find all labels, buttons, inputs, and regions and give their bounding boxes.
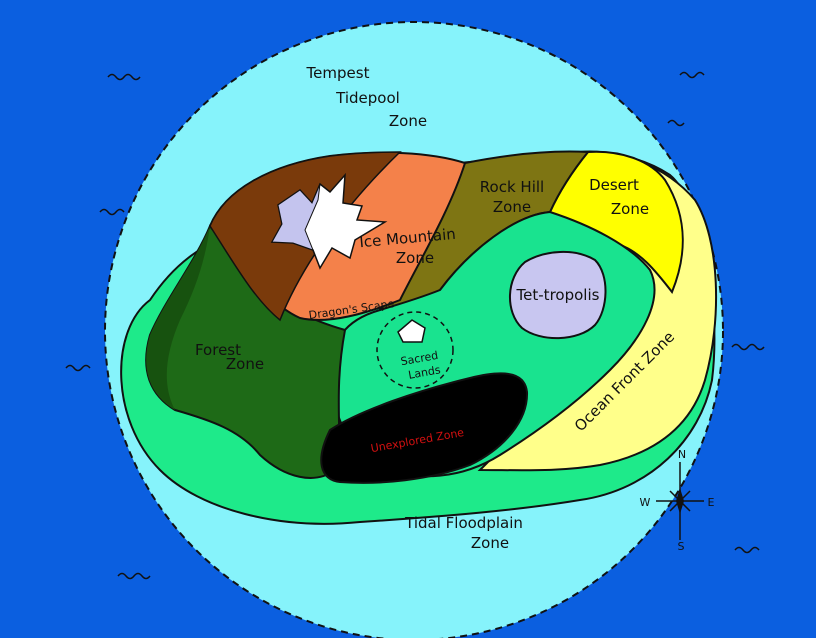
tempest-label-1: Tempest [306,64,370,82]
rock-hill-label-2: Zone [493,198,531,216]
wave-mark [117,572,151,580]
desert-label-1: Desert [589,176,639,194]
tet-tropolis-city [509,250,607,340]
sacred-lands-label-1: Sacred [400,349,439,368]
tidal-floodplain-label-2: Zone [471,534,509,552]
forest-dark-edge [146,226,210,410]
wave-mark [731,343,765,351]
ice-mountain-label-2: Zone [396,249,434,267]
tempest-label-2: Tidepool [335,89,400,107]
compass-east: E [708,496,715,509]
compass-south: S [678,540,685,553]
ice-peak-shadow [271,183,321,256]
compass-west: W [640,496,651,509]
wave-mark [667,119,685,127]
forest-label-2: Zone [226,355,264,373]
wave-mark [65,364,91,372]
forest-label-1: Forest [195,341,241,359]
sacred-lands-label-2: Lands [407,363,442,382]
compass-rose: N E S W [640,448,715,553]
unexplored-zone [320,372,529,484]
sacred-lands-boundary [376,311,454,389]
tet-tropolis-label: Tet-tropolis [516,286,600,304]
desert-label-2: Zone [611,200,649,218]
wave-mark [99,208,125,216]
tidal-floodplain-label-1: Tidal Floodplain [404,514,523,532]
compass-north: N [678,448,686,461]
sacred-shrine [397,319,426,343]
wave-mark [107,73,141,81]
rock-hill-label-1: Rock Hill [480,178,544,196]
tempest-label-3: Zone [389,112,427,130]
wave-mark [679,71,705,79]
wave-mark [734,546,760,554]
